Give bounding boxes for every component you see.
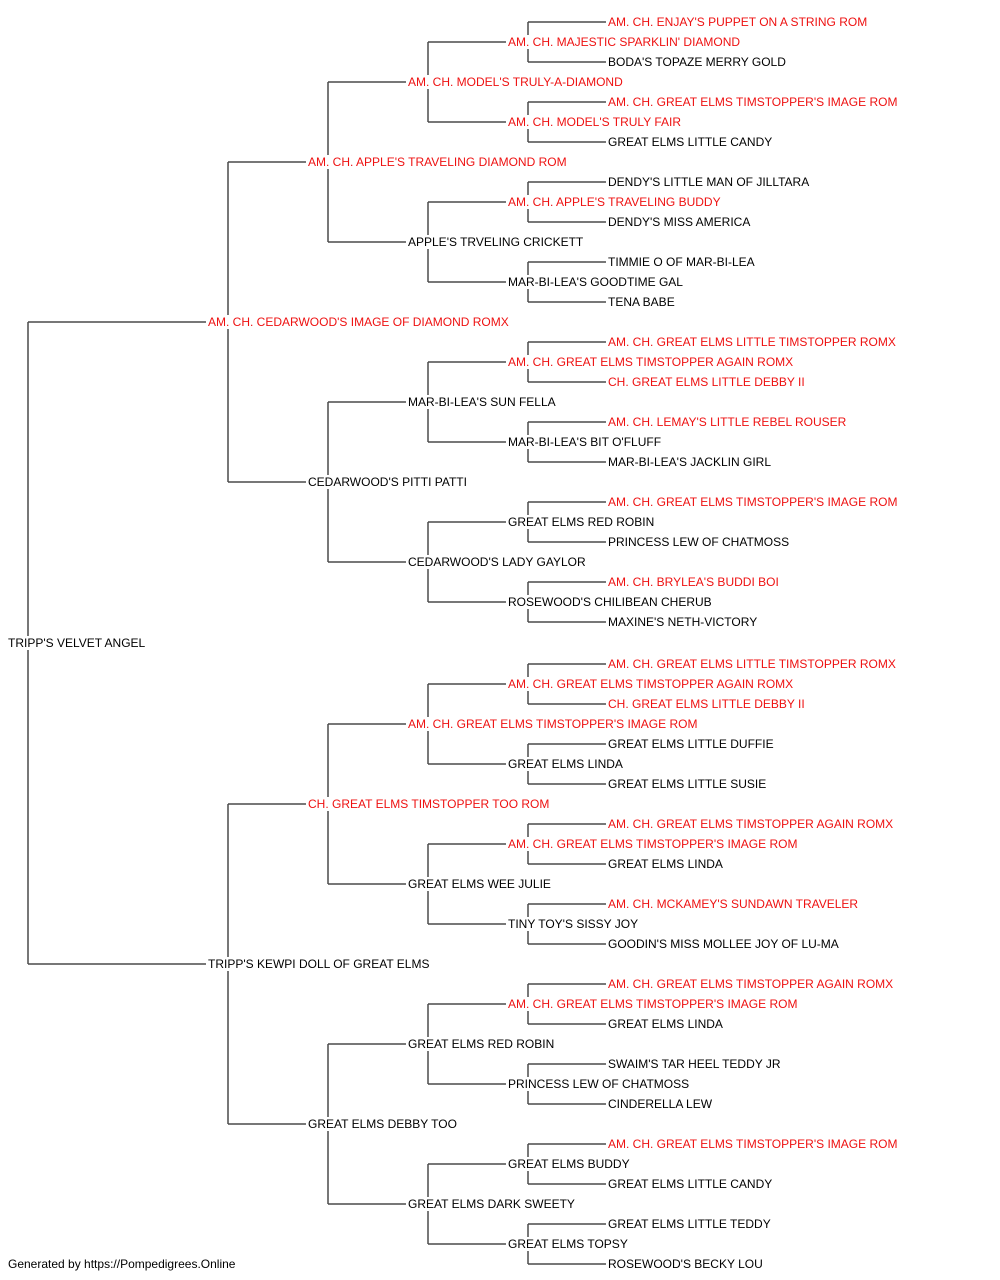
ancestor-name-gen5: GREAT ELMS LITTLE TEDDY <box>608 1217 773 1231</box>
ancestor-name-gen5: GREAT ELMS LINDA <box>608 1017 725 1031</box>
ancestor-name-gen5: CH. GREAT ELMS LITTLE DEBBY II <box>608 375 807 389</box>
ancestor-name-gen2: AM. CH. APPLE'S TRAVELING DIAMOND ROM <box>308 155 569 169</box>
ancestor-name-gen1: AM. CH. CEDARWOOD'S IMAGE OF DIAMOND ROM… <box>208 315 511 329</box>
ancestor-name-gen5: SWAIM'S TAR HEEL TEDDY JR <box>608 1057 783 1071</box>
ancestor-name-gen5: AM. CH. LEMAY'S LITTLE REBEL ROUSER <box>608 415 849 429</box>
footer-credit: Generated by https://Pompedigrees.Online <box>8 1257 236 1271</box>
ancestor-name-gen4: AM. CH. APPLE'S TRAVELING BUDDY <box>508 195 723 209</box>
ancestor-name-gen5: PRINCESS LEW OF CHATMOSS <box>608 535 792 549</box>
ancestor-name-gen4: GREAT ELMS LINDA <box>508 757 625 771</box>
ancestor-name-gen5: AM. CH. MCKAMEY'S SUNDAWN TRAVELER <box>608 897 861 911</box>
ancestor-name-gen2: CEDARWOOD'S PITTI PATTI <box>308 475 469 489</box>
ancestor-name-gen4: AM. CH. GREAT ELMS TIMSTOPPER AGAIN ROMX <box>508 355 796 369</box>
ancestor-name-gen4: MAR-BI-LEA'S GOODTIME GAL <box>508 275 685 289</box>
ancestor-name-gen5: GREAT ELMS LINDA <box>608 857 725 871</box>
ancestor-name-gen4: MAR-BI-LEA'S BIT O'FLUFF <box>508 435 664 449</box>
ancestor-name-gen5: GOODIN'S MISS MOLLEE JOY OF LU-MA <box>608 937 841 951</box>
ancestor-name-gen5: AM. CH. ENJAY'S PUPPET ON A STRING ROM <box>608 15 870 29</box>
ancestor-name-gen5: DENDY'S MISS AMERICA <box>608 215 753 229</box>
ancestor-name-gen5: AM. CH. BRYLEA'S BUDDI BOI <box>608 575 781 589</box>
ancestor-name-gen5: MAXINE'S NETH-VICTORY <box>608 615 760 629</box>
ancestor-name-gen4: AM. CH. MAJESTIC SPARKLIN' DIAMOND <box>508 35 743 49</box>
ancestor-name-gen1: TRIPP'S KEWPI DOLL OF GREAT ELMS <box>208 957 432 971</box>
ancestor-name-gen4: AM. CH. GREAT ELMS TIMSTOPPER'S IMAGE RO… <box>508 997 800 1011</box>
ancestor-name-gen3: AM. CH. MODEL'S TRULY-A-DIAMOND <box>408 75 625 89</box>
ancestor-name-gen5: AM. CH. GREAT ELMS LITTLE TIMSTOPPER ROM… <box>608 335 898 349</box>
ancestor-name-gen3: CEDARWOOD'S LADY GAYLOR <box>408 555 588 569</box>
ancestor-name-gen5: TIMMIE O OF MAR-BI-LEA <box>608 255 757 269</box>
ancestor-name-gen5: AM. CH. GREAT ELMS TIMSTOPPER AGAIN ROMX <box>608 977 896 991</box>
ancestor-name-gen5: ROSEWOOD'S BECKY LOU <box>608 1257 765 1271</box>
ancestor-name-gen4: AM. CH. MODEL'S TRULY FAIR <box>508 115 683 129</box>
ancestor-name-gen5: TENA BABE <box>608 295 677 309</box>
ancestor-name-gen2: GREAT ELMS DEBBY TOO <box>308 1117 459 1131</box>
ancestor-name-gen5: MAR-BI-LEA'S JACKLIN GIRL <box>608 455 773 469</box>
ancestor-name-gen4: AM. CH. GREAT ELMS TIMSTOPPER'S IMAGE RO… <box>508 837 800 851</box>
subject-name: TRIPP'S VELVET ANGEL <box>8 636 148 650</box>
ancestor-name-gen5: AM. CH. GREAT ELMS TIMSTOPPER'S IMAGE RO… <box>608 95 900 109</box>
ancestor-name-gen5: GREAT ELMS LITTLE CANDY <box>608 135 775 149</box>
ancestor-name-gen3: APPLE'S TRVELING CRICKETT <box>408 235 586 249</box>
ancestor-name-gen5: GREAT ELMS LITTLE CANDY <box>608 1177 775 1191</box>
ancestor-name-gen3: GREAT ELMS DARK SWEETY <box>408 1197 577 1211</box>
ancestor-name-gen3: MAR-BI-LEA'S SUN FELLA <box>408 395 558 409</box>
ancestor-name-gen3: GREAT ELMS WEE JULIE <box>408 877 553 891</box>
ancestor-name-gen5: GREAT ELMS LITTLE DUFFIE <box>608 737 776 751</box>
ancestor-name-gen3: GREAT ELMS RED ROBIN <box>408 1037 557 1051</box>
ancestor-name-gen3: AM. CH. GREAT ELMS TIMSTOPPER'S IMAGE RO… <box>408 717 700 731</box>
ancestor-name-gen5: GREAT ELMS LITTLE SUSIE <box>608 777 769 791</box>
ancestor-name-gen5: CINDERELLA LEW <box>608 1097 715 1111</box>
ancestor-name-gen5: CH. GREAT ELMS LITTLE DEBBY II <box>608 697 807 711</box>
ancestor-name-gen4: GREAT ELMS RED ROBIN <box>508 515 657 529</box>
ancestor-name-gen5: AM. CH. GREAT ELMS TIMSTOPPER AGAIN ROMX <box>608 817 896 831</box>
ancestor-name-gen4: ROSEWOOD'S CHILIBEAN CHERUB <box>508 595 714 609</box>
ancestor-name-gen4: PRINCESS LEW OF CHATMOSS <box>508 1077 692 1091</box>
ancestor-name-gen4: GREAT ELMS TOPSY <box>508 1237 630 1251</box>
ancestor-name-gen4: GREAT ELMS BUDDY <box>508 1157 632 1171</box>
ancestor-name-gen2: CH. GREAT ELMS TIMSTOPPER TOO ROM <box>308 797 552 811</box>
ancestor-name-gen5: AM. CH. GREAT ELMS TIMSTOPPER'S IMAGE RO… <box>608 495 900 509</box>
ancestor-name-gen5: BODA'S TOPAZE MERRY GOLD <box>608 55 788 69</box>
ancestor-name-gen4: TINY TOY'S SISSY JOY <box>508 917 641 931</box>
ancestor-name-gen5: DENDY'S LITTLE MAN OF JILLTARA <box>608 175 812 189</box>
ancestor-name-gen4: AM. CH. GREAT ELMS TIMSTOPPER AGAIN ROMX <box>508 677 796 691</box>
ancestor-name-gen5: AM. CH. GREAT ELMS LITTLE TIMSTOPPER ROM… <box>608 657 898 671</box>
ancestor-name-gen5: AM. CH. GREAT ELMS TIMSTOPPER'S IMAGE RO… <box>608 1137 900 1151</box>
